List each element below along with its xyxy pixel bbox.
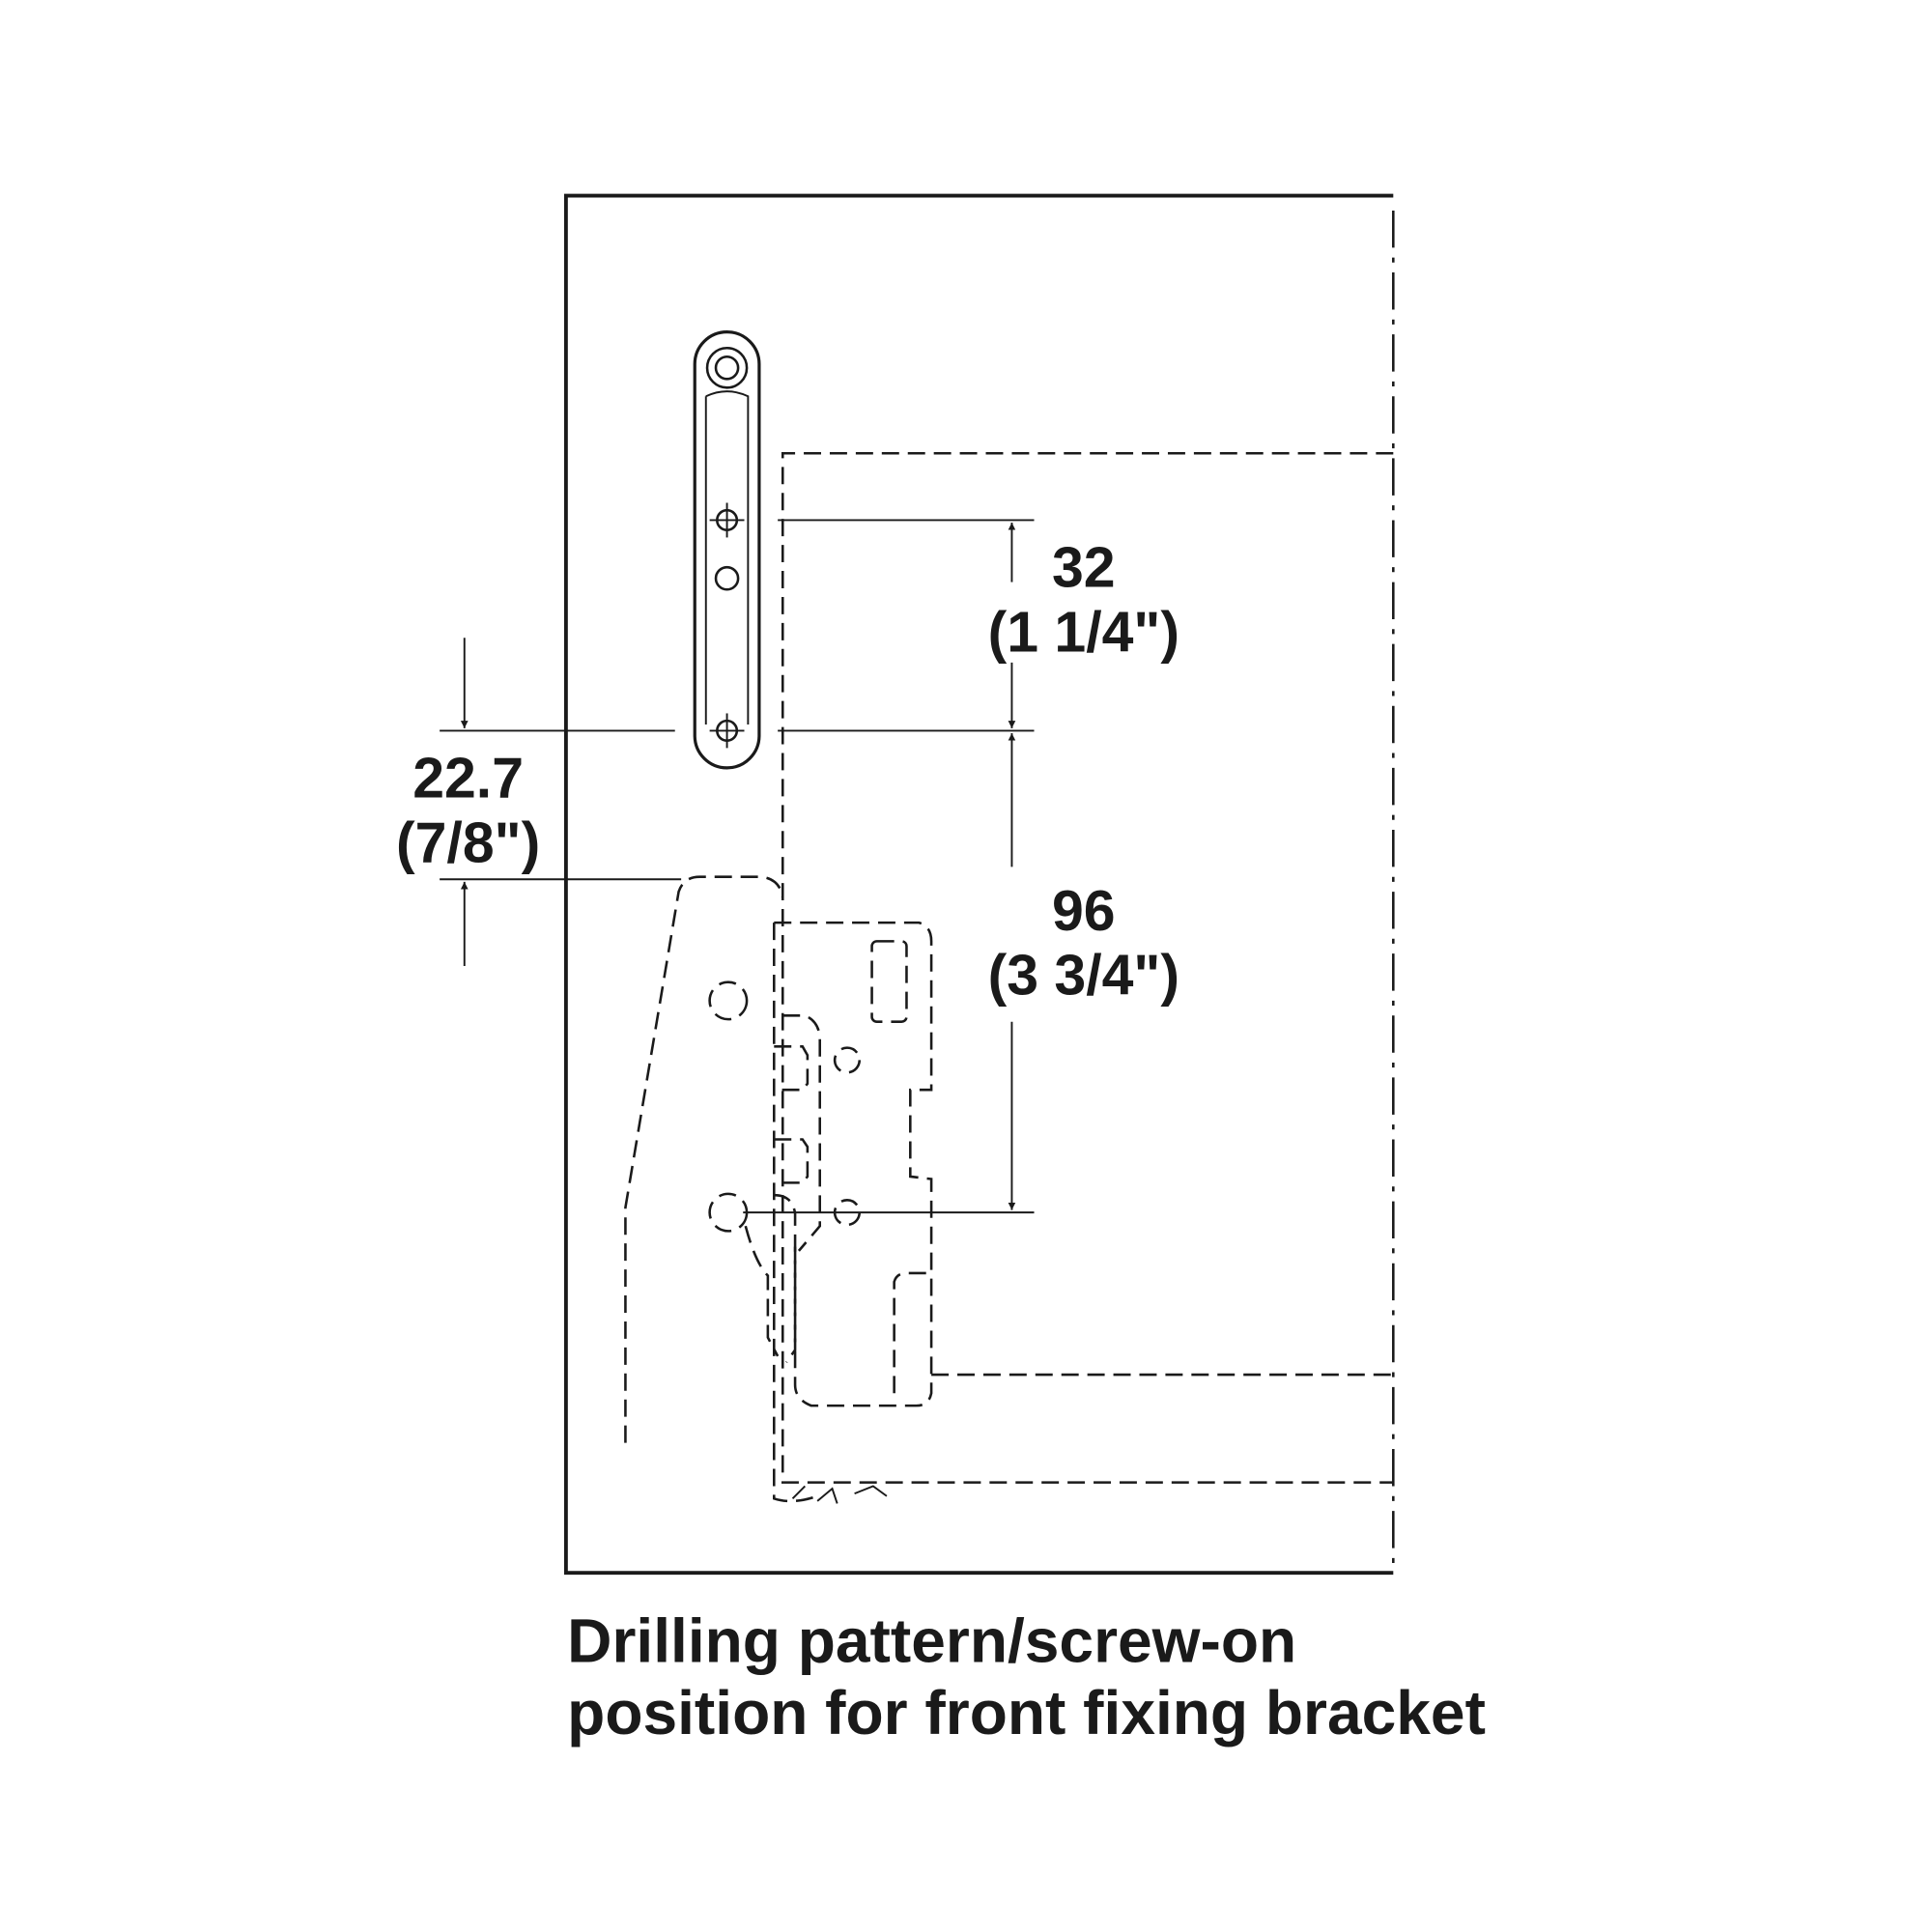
dim-32-imperial: (1 1/4") bbox=[988, 601, 1179, 664]
crosshair-hole-icon bbox=[709, 502, 745, 538]
dim-96-metric: 96 bbox=[1052, 880, 1116, 943]
runner-mechanism-hidden bbox=[624, 875, 933, 1504]
caption-line-2: position for front fixing bracket bbox=[567, 1678, 1486, 1747]
dim-96-imperial: (3 3/4") bbox=[988, 944, 1179, 1007]
caption-line-1: Drilling pattern/screw-on bbox=[567, 1606, 1296, 1676]
dimension-lines bbox=[440, 519, 1035, 1214]
crosshair-hole-icon bbox=[709, 713, 745, 749]
dim-22-7-metric: 22.7 bbox=[412, 748, 524, 810]
front-fixing-bracket bbox=[693, 329, 761, 770]
dim-22-7-imperial: (7/8") bbox=[396, 811, 540, 874]
front-panel-outline bbox=[563, 193, 1395, 1576]
dim-32-metric: 32 bbox=[1052, 537, 1116, 600]
drawer-outline bbox=[781, 451, 1394, 1484]
